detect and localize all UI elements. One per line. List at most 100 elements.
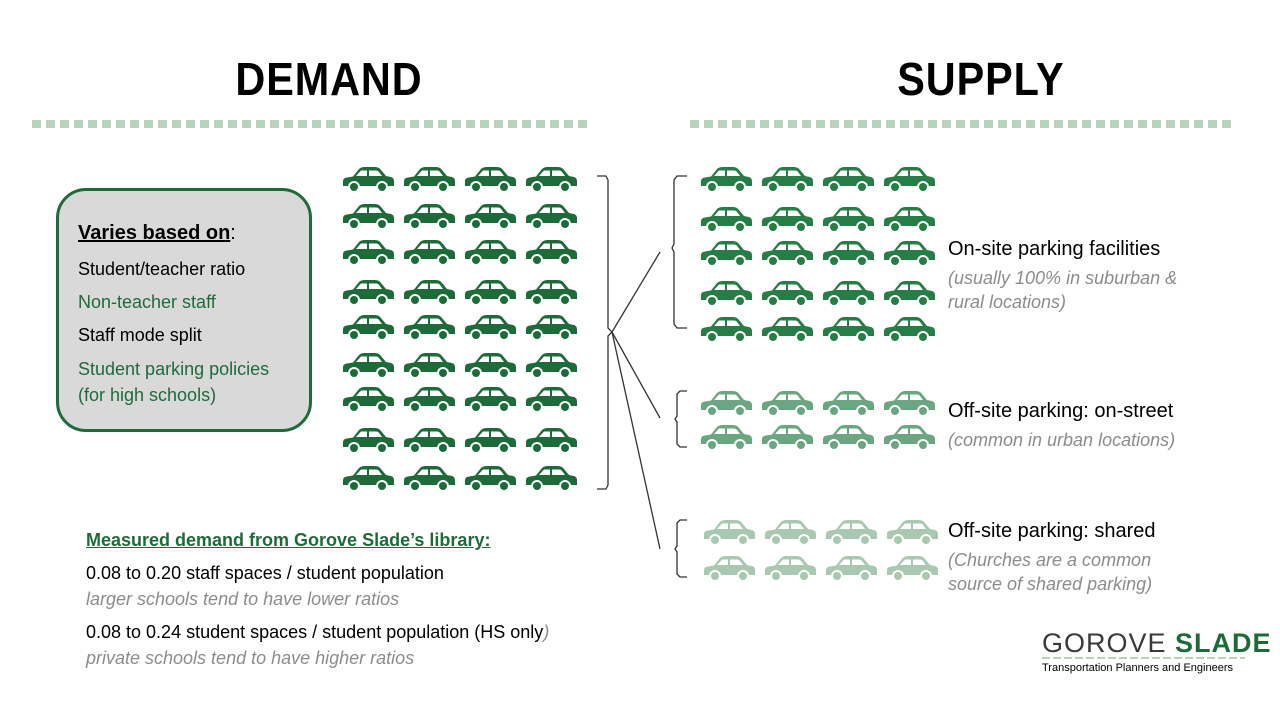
car-icon (524, 386, 578, 414)
link-on-site (611, 251, 661, 333)
car-icon (821, 316, 875, 344)
car-icon (882, 390, 936, 418)
student-ratio-note: private schools tend to have higher rati… (86, 648, 415, 668)
car-icon (463, 279, 517, 307)
link-on-street (611, 331, 661, 419)
car-icon (341, 166, 395, 194)
car-icon (699, 390, 753, 418)
car-icon (463, 427, 517, 455)
on-street-title: Off-site parking: on-street (948, 400, 1174, 422)
logo-rule (1042, 657, 1245, 659)
car-icon (524, 427, 578, 455)
car-icon (821, 206, 875, 234)
shared-title: Off-site parking: shared (948, 520, 1156, 542)
car-icon (341, 352, 395, 380)
car-icon (341, 314, 395, 342)
factor-student-teacher-ratio: Student/teacher ratio (78, 259, 246, 279)
car-icon (341, 386, 395, 414)
car-icon (524, 166, 578, 194)
car-icon (882, 424, 936, 452)
on-site-note-1: (usually 100% in suburban & (948, 268, 1178, 288)
car-icon (341, 279, 395, 307)
car-icon (463, 352, 517, 380)
car-icon (760, 390, 814, 418)
on-street-bracket (674, 390, 687, 448)
shared-note-2: source of shared parking) (948, 574, 1153, 594)
car-icon (702, 555, 756, 583)
factor-non-teacher-staff: Non-teacher staff (78, 292, 216, 312)
car-icon (463, 386, 517, 414)
car-icon (524, 203, 578, 231)
supply-heading: SUPPLY (897, 53, 1065, 105)
car-icon (763, 519, 817, 547)
student-ratio: 0.08 to 0.24 student spaces / student po… (86, 622, 549, 643)
car-icon (699, 166, 753, 194)
shared-note-1: (Churches are a common (948, 550, 1152, 570)
factor-student-parking-policies: Student parking policies (78, 359, 270, 379)
car-icon (341, 427, 395, 455)
car-icon (882, 240, 936, 268)
car-icon (760, 240, 814, 268)
car-icon (699, 424, 753, 452)
student-ratio-text: 0.08 to 0.24 student spaces / student po… (86, 622, 544, 642)
car-icon (402, 386, 456, 414)
car-icon (402, 166, 456, 194)
car-icon (821, 280, 875, 308)
car-icon (699, 206, 753, 234)
car-icon (402, 465, 456, 493)
on-street-note: (common in urban locations) (948, 430, 1176, 450)
car-icon (699, 240, 753, 268)
car-icon (341, 203, 395, 231)
car-icon (463, 239, 517, 267)
car-icon (524, 352, 578, 380)
car-icon (524, 465, 578, 493)
car-icon (699, 280, 753, 308)
shared-bracket (674, 519, 687, 578)
car-icon (341, 239, 395, 267)
car-icon (760, 316, 814, 344)
car-icon (885, 555, 939, 583)
car-icon (702, 519, 756, 547)
car-icon (402, 352, 456, 380)
logo-slade: SLADE (1175, 628, 1272, 658)
car-icon (882, 280, 936, 308)
car-icon (824, 555, 878, 583)
factor-staff-mode-split: Staff mode split (78, 325, 202, 345)
varies-title-colon: : (230, 222, 236, 244)
car-icon (760, 206, 814, 234)
car-icon (402, 239, 456, 267)
on-site-bracket (671, 175, 687, 329)
demand-bracket (597, 175, 613, 490)
car-icon (341, 465, 395, 493)
car-icon (463, 314, 517, 342)
car-icon (821, 424, 875, 452)
car-icon (463, 166, 517, 194)
car-icon (524, 279, 578, 307)
supply-divider (690, 120, 1245, 128)
demand-heading: DEMAND (235, 53, 423, 105)
car-icon (760, 280, 814, 308)
car-icon (402, 314, 456, 342)
car-icon (402, 203, 456, 231)
car-icon (821, 240, 875, 268)
car-icon (885, 519, 939, 547)
varies-title-text: Varies based on (78, 222, 231, 244)
car-icon (824, 519, 878, 547)
staff-ratio: 0.08 to 0.20 staff spaces / student popu… (86, 563, 444, 583)
car-icon (402, 427, 456, 455)
company-logo: GOROVE SLADE (1042, 628, 1272, 659)
varies-title: Varies based on: (78, 222, 236, 245)
student-ratio-paren: ) (543, 622, 550, 642)
car-icon (699, 316, 753, 344)
car-icon (882, 206, 936, 234)
car-icon (821, 166, 875, 194)
car-icon (402, 279, 456, 307)
car-icon (882, 166, 936, 194)
car-icon (463, 203, 517, 231)
car-icon (524, 314, 578, 342)
car-icon (760, 424, 814, 452)
on-site-title: On-site parking facilities (948, 238, 1161, 260)
car-icon (882, 316, 936, 344)
logo-tagline: Transportation Planners and Engineers (1042, 662, 1233, 674)
